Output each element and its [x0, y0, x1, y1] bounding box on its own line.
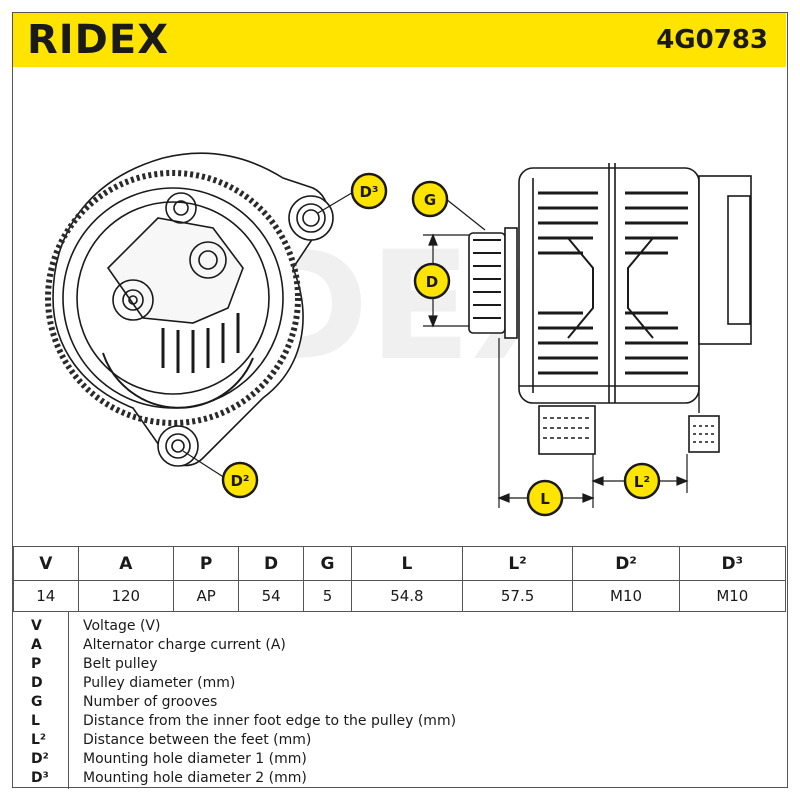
technical-drawing: RIDEX	[13, 68, 786, 546]
alternator-drawing-svg: RIDEX	[45, 152, 752, 517]
dimension-l: L	[497, 338, 595, 517]
spec-value: M10	[678, 580, 787, 612]
legend-item: P Belt pulley	[13, 656, 786, 675]
legend-item: D³ Mounting hole diameter 2 (mm)	[13, 770, 786, 789]
legend-item: L² Distance between the feet (mm)	[13, 732, 786, 751]
dimension-d: D	[413, 233, 469, 328]
spec-value: 14	[13, 580, 79, 612]
legend-desc: Distance from the inner foot edge to the…	[83, 713, 457, 729]
legend-item: D² Mounting hole diameter 1 (mm)	[13, 751, 786, 770]
spec-header: D²	[572, 546, 680, 581]
legend-desc: Number of grooves	[83, 694, 218, 710]
legend-item: D Pulley diameter (mm)	[13, 675, 786, 694]
header-background	[13, 13, 786, 67]
dimension-l2: L²	[591, 454, 689, 500]
legend-key: L	[31, 713, 40, 729]
product-sheet: RIDEX 4G0783 RIDEX	[12, 12, 788, 789]
spec-header: D	[238, 546, 304, 581]
legend-item: V Voltage (V)	[13, 618, 786, 637]
spec-value: AP	[172, 580, 240, 612]
legend-key: G	[31, 694, 43, 710]
spec-value: 54	[238, 580, 304, 612]
header: RIDEX 4G0783	[13, 13, 786, 67]
spec-value: 54.8	[351, 580, 463, 612]
callout-d3: D³	[317, 172, 388, 214]
callout-d3-label: D³	[359, 183, 378, 201]
spec-header: L²	[461, 546, 574, 581]
legend-key: L²	[31, 732, 47, 748]
legend-key: D	[31, 675, 43, 691]
callout-g-label: G	[424, 191, 436, 209]
legend-key: D²	[31, 751, 49, 767]
callout-d-label: D	[426, 273, 438, 291]
spec-header: G	[302, 546, 353, 581]
spec-value: 57.5	[461, 580, 574, 612]
specs-value-row: 14 120 AP 54 5 54.8 57.5 M10 M10	[13, 580, 787, 612]
legend-desc: Alternator charge current (A)	[83, 637, 286, 653]
legend-item: A Alternator charge current (A)	[13, 637, 786, 656]
spec-header: A	[77, 546, 174, 581]
legend: V Voltage (V) A Alternator charge curren…	[13, 611, 786, 789]
side-view	[468, 163, 752, 455]
legend-divider	[68, 612, 70, 789]
legend-key: P	[31, 656, 42, 672]
legend-desc: Distance between the feet (mm)	[83, 732, 312, 748]
spec-value: 120	[77, 580, 174, 612]
spec-header: L	[351, 546, 463, 581]
callout-d2-label: D²	[230, 472, 249, 490]
callout-l2-label: L²	[634, 473, 650, 491]
legend-desc: Mounting hole diameter 2 (mm)	[83, 770, 307, 786]
legend-key: D³	[31, 770, 49, 786]
legend-desc: Voltage (V)	[83, 618, 161, 634]
legend-desc: Belt pulley	[83, 656, 158, 672]
legend-key: A	[31, 637, 42, 653]
callout-d2: D²	[182, 450, 259, 499]
spec-header: V	[13, 546, 79, 581]
spec-value: M10	[572, 580, 680, 612]
specs-table: V A P D G L L² D² D³ 14 120 AP 54 5 54.8…	[13, 546, 787, 612]
part-number: 4G0783	[656, 25, 768, 55]
spec-header: D³	[678, 546, 787, 581]
callout-l-label: L	[540, 490, 550, 508]
legend-key: V	[31, 618, 42, 634]
brand-logo: RIDEX	[27, 17, 170, 63]
legend-desc: Mounting hole diameter 1 (mm)	[83, 751, 307, 767]
specs-header-row: V A P D G L L² D² D³	[13, 546, 787, 581]
legend-desc: Pulley diameter (mm)	[83, 675, 236, 691]
spec-header: P	[172, 546, 240, 581]
legend-item: L Distance from the inner foot edge to t…	[13, 713, 786, 732]
legend-item: G Number of grooves	[13, 694, 786, 713]
front-view	[45, 152, 334, 467]
callout-g: G	[411, 180, 486, 231]
spec-value: 5	[302, 580, 353, 612]
